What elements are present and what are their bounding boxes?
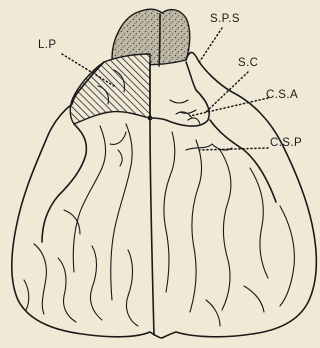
label-csp: C.S.P (270, 137, 302, 149)
label-sps: S.P.S (210, 13, 240, 25)
label-lp: L.P (38, 39, 56, 51)
leader-csa (190, 98, 268, 116)
label-csa: C.S.A (266, 89, 298, 101)
label-sc: S.C (238, 57, 258, 69)
hatched-region (70, 54, 150, 124)
leader-sps (198, 28, 222, 64)
midline (150, 62, 154, 335)
leader-csp (200, 148, 268, 150)
